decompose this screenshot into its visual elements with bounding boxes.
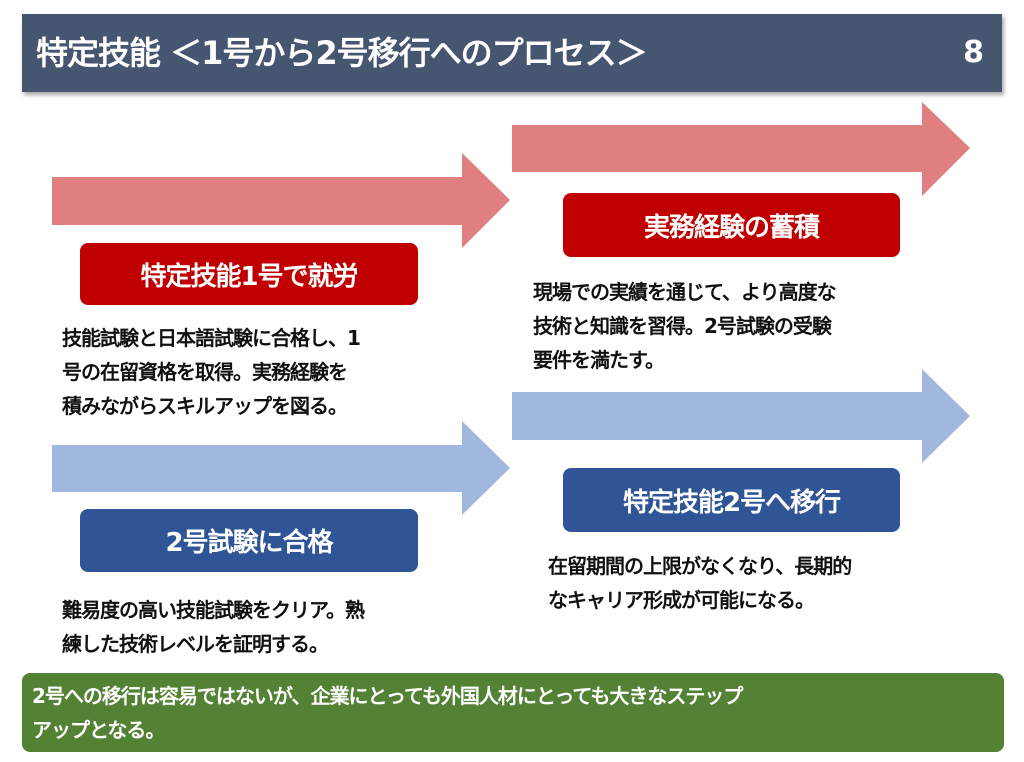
step-1-label: 特定技能1号で就労 [80,243,418,305]
step-2-description: 現場での実績を通じて、より高度な 技術と知識を習得。2号試験の受験 要件を満たす… [533,275,837,377]
arrow-step-4 [512,369,970,463]
slide-title: 特定技能 ＜1号から2号移行へのプロセス＞ [36,34,648,72]
desc-line: 号の在留資格を取得。実務経験を [62,360,348,384]
step-4-description: 在留期間の上限がなくなり、長期的 なキャリア形成が可能になる。 [548,549,852,617]
summary-line: アップとなる。 [32,718,165,742]
desc-line: 技能試験と日本語試験に合格し、1 [62,326,361,350]
page-number: 8 [963,35,984,70]
desc-line: 要件を満たす。 [533,348,665,372]
arrow-step-1 [52,153,510,248]
summary-box: 2号への移行は容易ではないが、企業にとっても外国人材にとっても大きなステップ ア… [22,673,1004,752]
desc-line: 在留期間の上限がなくなり、長期的 [548,554,852,578]
step-3-label: 2号試験に合格 [80,509,418,572]
desc-line: なキャリア形成が可能になる。 [548,588,815,612]
arrow-step-2 [512,102,970,196]
title-bar: 特定技能 ＜1号から2号移行へのプロセス＞ 8 [22,14,1002,92]
step-4-label: 特定技能2号へ移行 [563,468,900,532]
desc-line: 難易度の高い技能試験をクリア。熟 [62,598,365,622]
desc-line: 積みながらスキルアップを図る。 [62,394,348,418]
desc-line: 現場での実績を通じて、より高度な [533,280,837,304]
step-2-label: 実務経験の蓄積 [563,193,900,257]
step-1-description: 技能試験と日本語試験に合格し、1 号の在留資格を取得。実務経験を 積みながらスキ… [62,321,361,423]
arrow-step-3 [52,421,510,515]
desc-line: 技術と知識を習得。2号試験の受験 [533,314,832,338]
summary-line: 2号への移行は容易ではないが、企業にとっても外国人材にとっても大きなステップ [32,684,743,708]
step-3-description: 難易度の高い技能試験をクリア。熟 練した技術レベルを証明する。 [62,593,365,661]
desc-line: 練した技術レベルを証明する。 [62,632,329,656]
